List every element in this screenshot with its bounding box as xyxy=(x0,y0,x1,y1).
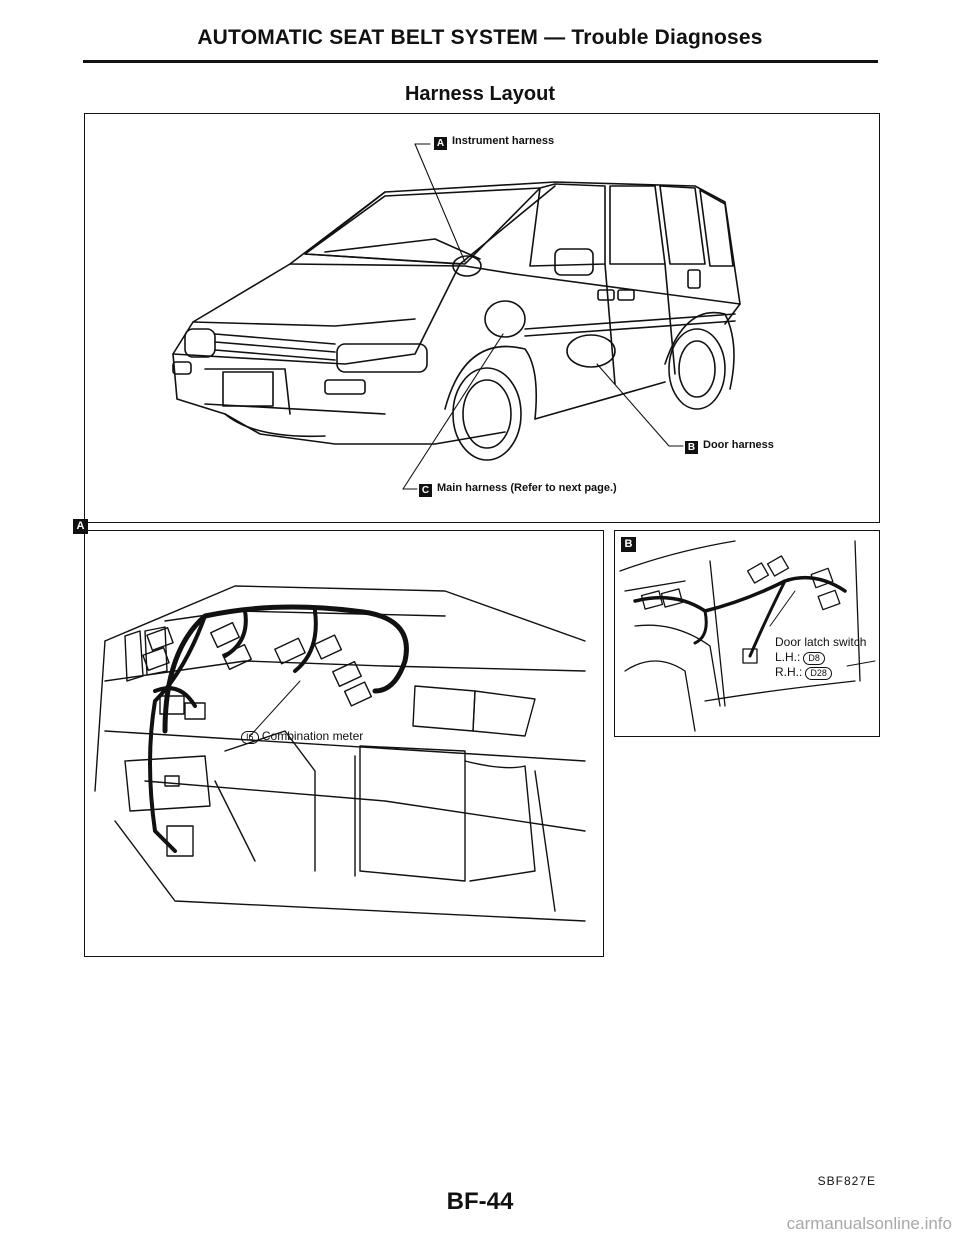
door-latch-illustration xyxy=(619,540,876,732)
header-rule xyxy=(83,60,878,63)
rh-row: R.H.:D28 xyxy=(775,665,866,680)
page-header-title: AUTOMATIC SEAT BELT SYSTEM — Trouble Dia… xyxy=(197,26,763,49)
detail-b-panel: B Door latch switch L.H.:D8 R.H.:D28 xyxy=(614,530,880,737)
combination-meter-label: Combination meter xyxy=(261,729,364,743)
lh-label: L.H.: xyxy=(775,650,801,664)
vehicle-illustration xyxy=(172,143,741,490)
door-latch-callout: Door latch switch L.H.:D8 R.H.:D28 xyxy=(775,635,866,680)
connector-i6-badge: I6 xyxy=(241,731,259,744)
instrument-panel-illustration xyxy=(94,585,586,922)
detail-a-panel: A xyxy=(73,519,604,957)
main-harness-label: C Main harness (Refer to next page.) xyxy=(419,482,617,497)
door-latch-switch-title: Door latch switch xyxy=(775,635,867,649)
connector-d8-badge: D8 xyxy=(803,652,825,665)
detail-a-key-icon: A xyxy=(73,519,88,534)
key-b-icon: B xyxy=(685,441,698,454)
lh-row: L.H.:D8 xyxy=(775,650,866,665)
door-harness-text: Door harness xyxy=(703,439,774,451)
vehicle-overview-panel: A Instrument harness B Door harness C Main … xyxy=(84,113,880,523)
page-number: BF-44 xyxy=(446,1188,514,1215)
main-harness-text: Main harness (Refer to next page.) xyxy=(437,482,617,494)
section-title: Harness Layout xyxy=(404,83,556,105)
instrument-harness-label: A Instrument harness xyxy=(434,135,554,150)
instrument-harness-text: Instrument harness xyxy=(452,135,555,147)
combination-meter-callout: I6 Combination meter xyxy=(238,729,363,744)
key-c-icon: C xyxy=(419,484,432,497)
rh-label: R.H.: xyxy=(775,665,803,679)
key-a-icon: A xyxy=(434,137,447,150)
watermark-text: carmanualsonline.info xyxy=(786,1214,952,1233)
door-harness-label: B Door harness xyxy=(685,439,774,454)
connector-d28-badge: D28 xyxy=(805,667,832,680)
detail-b-key-icon: B xyxy=(621,537,636,552)
figure-code: SBF827E xyxy=(817,1174,876,1188)
